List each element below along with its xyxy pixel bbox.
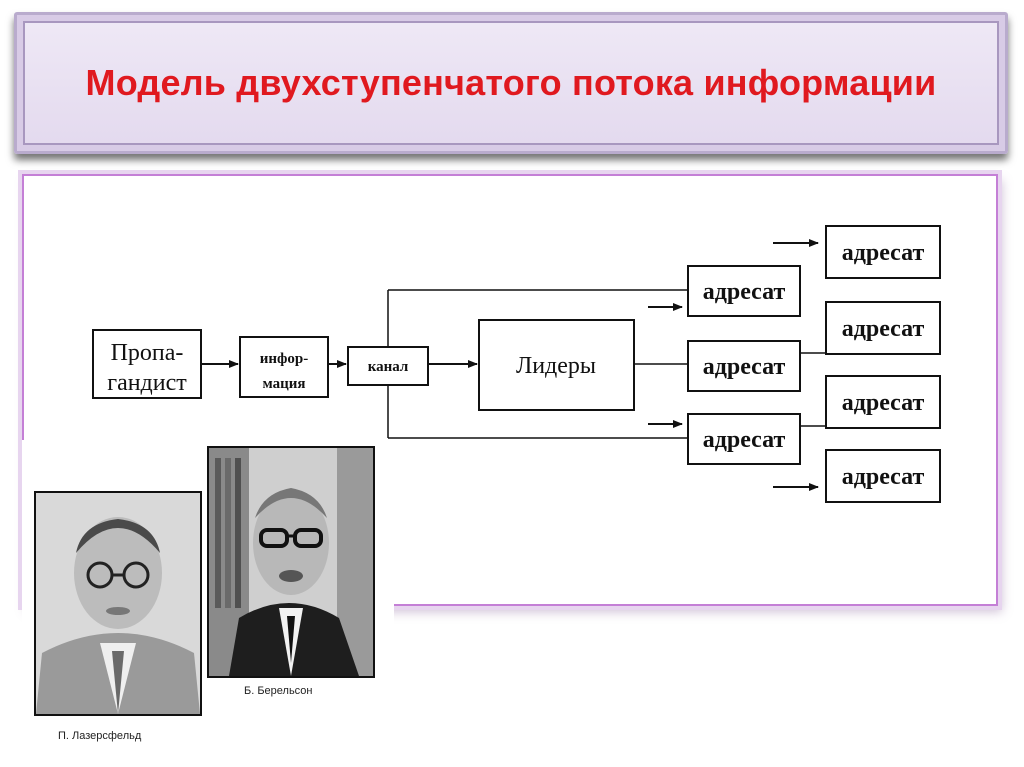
lazarsfeld-portrait-image — [36, 493, 200, 714]
addressee-label: адресат — [842, 316, 925, 342]
propagandist-box: Пропа- гандист — [92, 329, 202, 399]
berelson-photo — [207, 446, 375, 678]
addressee-box: адресат — [825, 375, 941, 429]
addressee-label: адресат — [703, 354, 786, 380]
channel-label: канал — [368, 359, 409, 375]
channel-box: канал — [347, 346, 429, 386]
addressee-label: адресат — [703, 279, 786, 305]
addressee-box: адресат — [687, 340, 801, 392]
title-banner: Модель двухступенчатого потока информаци… — [14, 12, 1008, 154]
berelson-portrait-image — [209, 448, 373, 676]
addressee-box: адресат — [825, 301, 941, 355]
addressee-box: адресат — [825, 225, 941, 279]
berelson-caption: Б. Берельсон — [244, 685, 313, 697]
leaders-box: Лидеры — [478, 319, 635, 411]
addressee-box: адресат — [687, 265, 801, 317]
propagandist-label-line2: гандист — [107, 370, 187, 396]
addressee-label: адресат — [703, 427, 786, 453]
leaders-label: Лидеры — [516, 353, 596, 379]
addressee-label: адресат — [842, 390, 925, 416]
addressee-box: адресат — [687, 413, 801, 465]
addressee-label: адресат — [842, 240, 925, 266]
information-box: инфор- мация — [239, 336, 329, 398]
propagandist-label-line1: Пропа- — [111, 340, 184, 366]
addressee-box: адресат — [825, 449, 941, 503]
lazarsfeld-photo — [34, 491, 202, 716]
lazarsfeld-caption: П. Лазерсфельд — [58, 730, 142, 742]
slide-title: Модель двухступенчатого потока информаци… — [85, 62, 937, 103]
information-label-line1: инфор- — [260, 351, 309, 367]
addressee-label: адресат — [842, 464, 925, 490]
information-label-line2: мация — [262, 376, 305, 392]
